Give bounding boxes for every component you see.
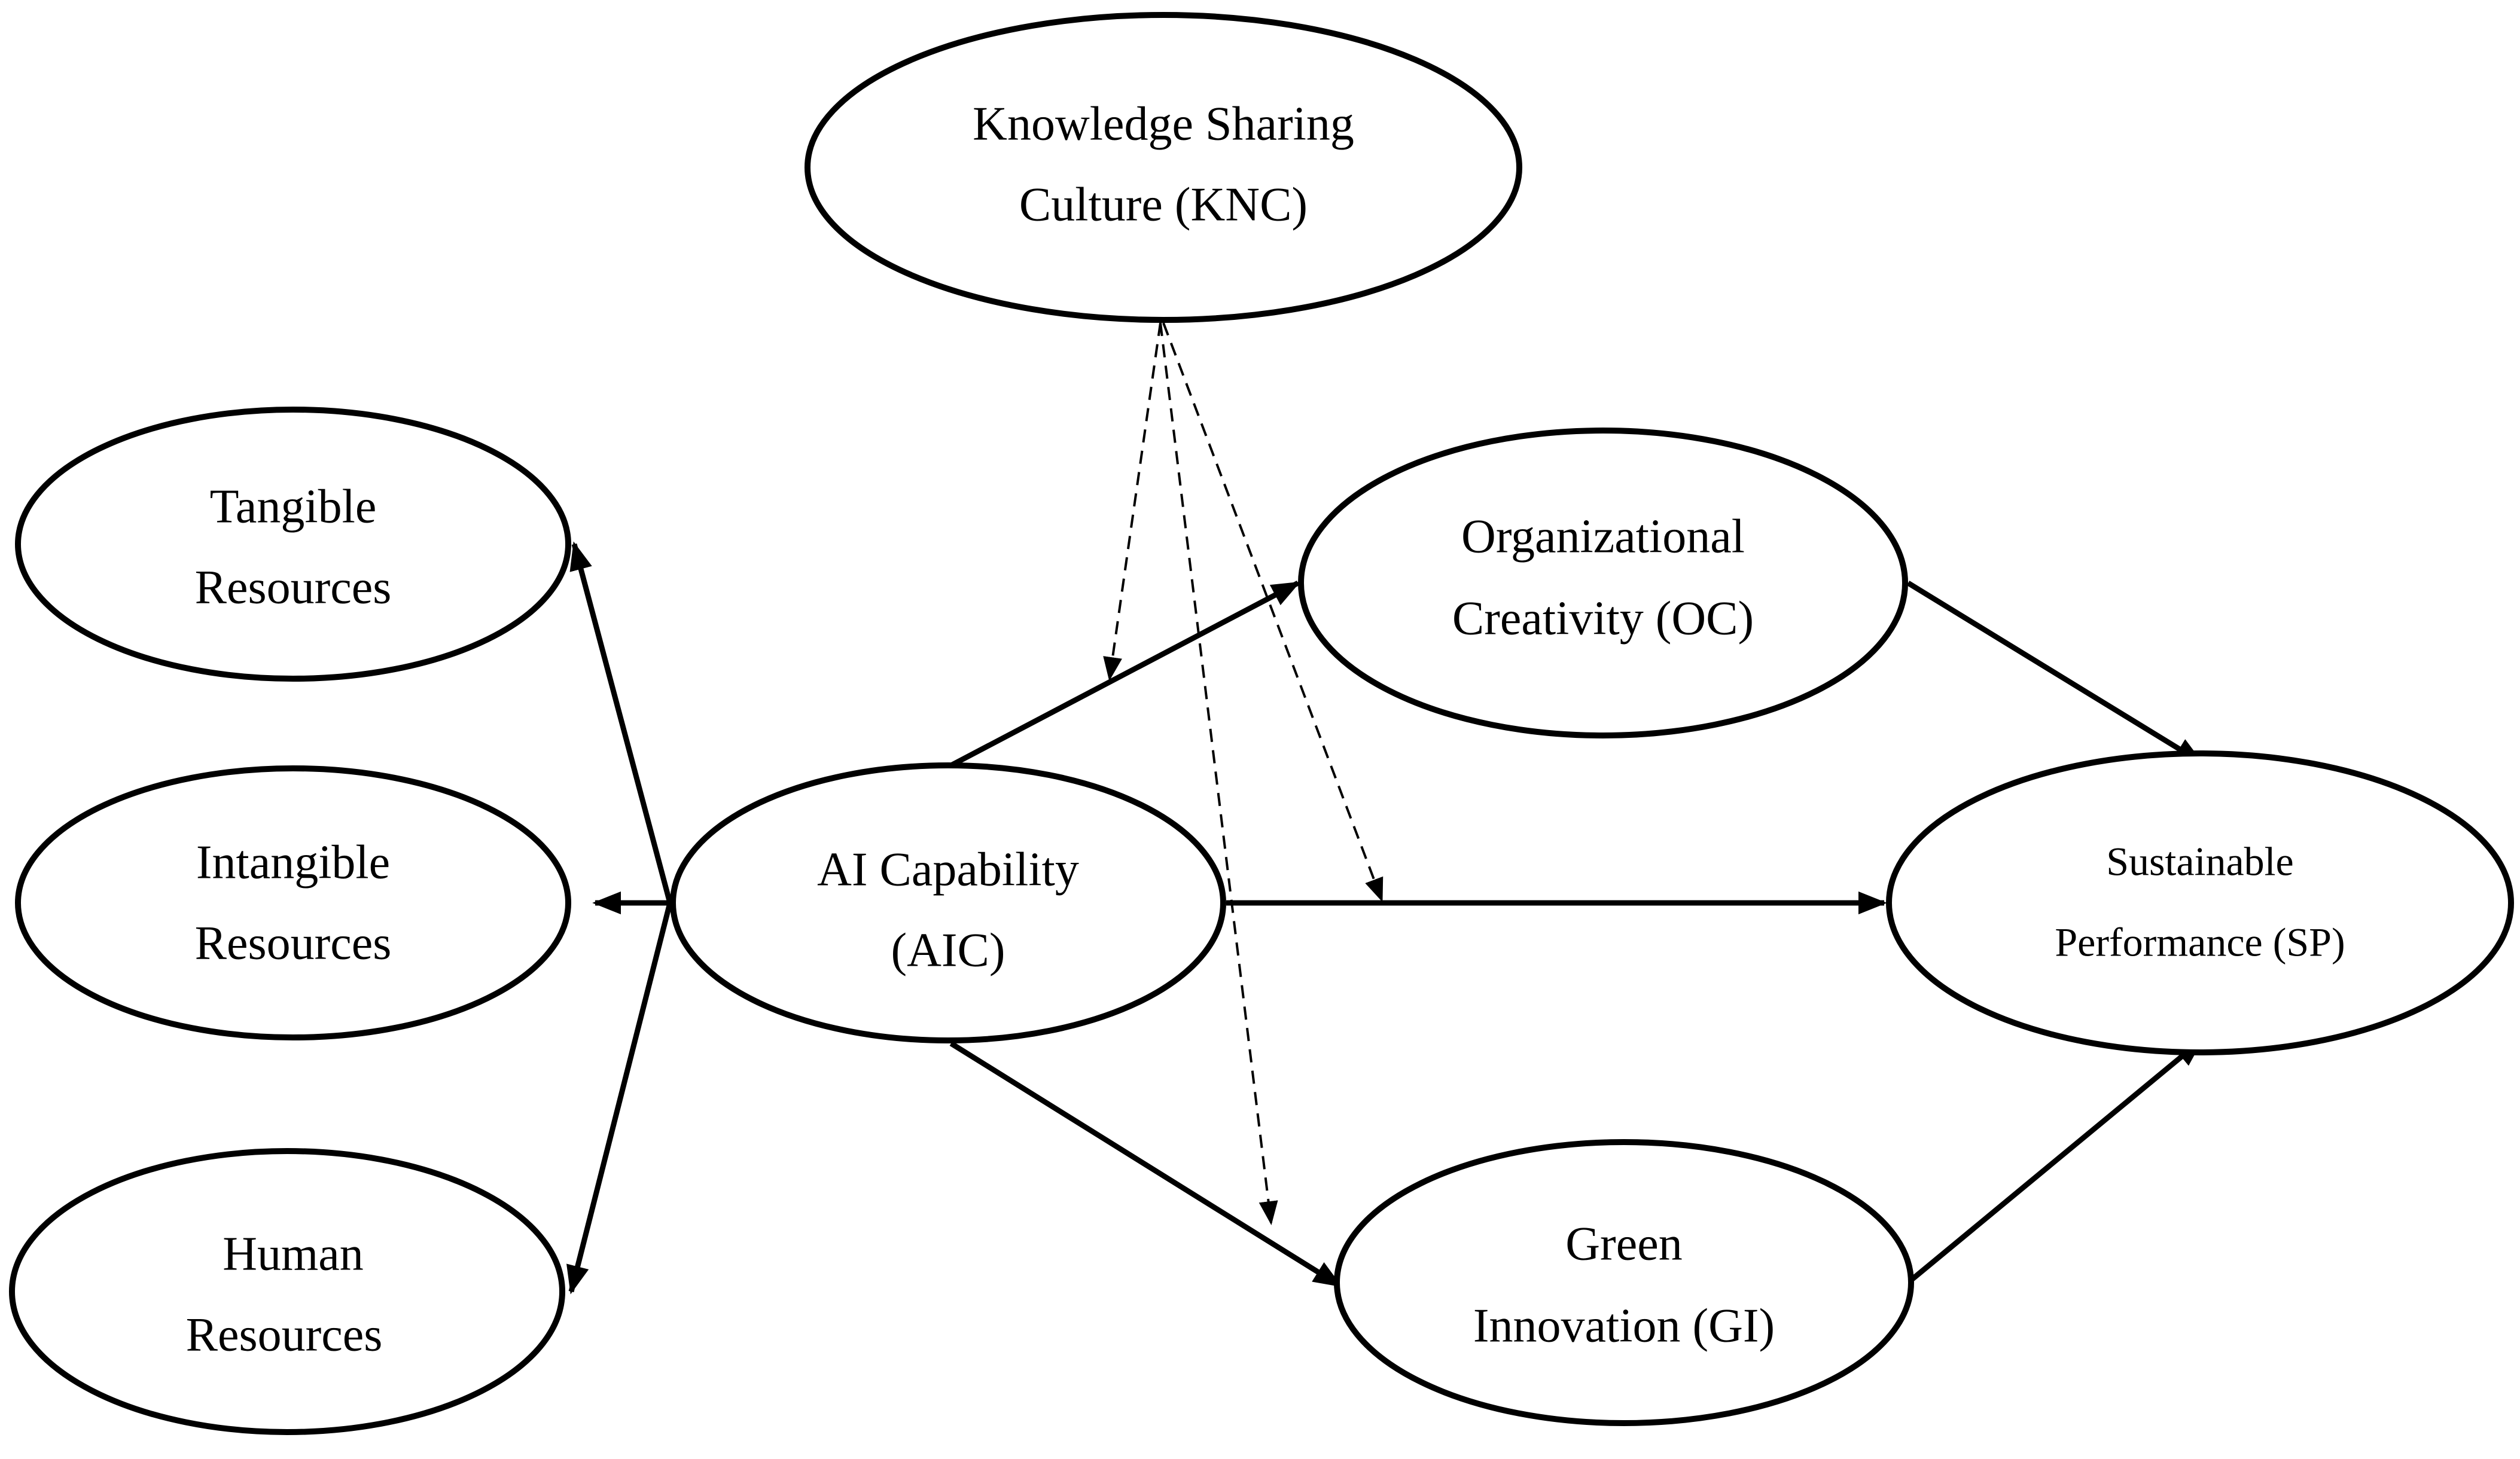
tangible-label-line1: Tangible bbox=[210, 480, 377, 533]
sp-node: Sustainable Performance (SP) bbox=[1886, 750, 2514, 1055]
dashed-edges bbox=[1103, 322, 1384, 1225]
aic-ellipse bbox=[670, 762, 1226, 1043]
gi-label-line1: Green bbox=[1565, 1217, 1682, 1270]
oc-label-line1: Organizational bbox=[1461, 510, 1745, 563]
aic-label-line2: (AIC) bbox=[891, 924, 1005, 976]
edge-knc-aic-sp bbox=[1162, 322, 1384, 902]
sp-label-line2: Performance (SP) bbox=[2055, 920, 2345, 965]
intangible-ellipse bbox=[15, 765, 571, 1040]
edge-aic-oc bbox=[949, 581, 1301, 768]
solid-edges bbox=[566, 541, 2204, 1295]
oc-ellipse bbox=[1298, 428, 1908, 738]
aic-label-line1: AI Capability bbox=[817, 843, 1079, 896]
edge-knc-aic-oc bbox=[1103, 322, 1162, 681]
aic-node: AI Capability (AIC) bbox=[670, 762, 1226, 1043]
edge-gi-sp bbox=[1906, 1038, 2204, 1285]
edge-knc-aic-gi bbox=[1159, 322, 1278, 1225]
tangible-node: Tangible Resources bbox=[15, 407, 571, 682]
knc-label-line1: Knowledge Sharing bbox=[973, 97, 1354, 150]
human-node: Human Resources bbox=[9, 1148, 565, 1435]
tangible-label-line2: Resources bbox=[195, 561, 392, 613]
sp-label-line1: Sustainable bbox=[2106, 839, 2294, 884]
human-ellipse bbox=[9, 1148, 565, 1435]
intangible-label-line2: Resources bbox=[195, 917, 392, 969]
human-label-line1: Human bbox=[223, 1228, 364, 1280]
sp-ellipse bbox=[1886, 750, 2514, 1055]
human-label-line2: Resources bbox=[186, 1308, 383, 1361]
knc-ellipse bbox=[805, 12, 1522, 323]
tangible-ellipse bbox=[15, 407, 571, 682]
edge-aic-tangible bbox=[569, 541, 673, 904]
knc-node: Knowledge Sharing Culture (KNC) bbox=[805, 12, 1522, 323]
intangible-label-line1: Intangible bbox=[196, 836, 390, 889]
edge-aic-human bbox=[566, 902, 673, 1295]
knc-label-line2: Culture (KNC) bbox=[1019, 178, 1308, 231]
intangible-node: Intangible Resources bbox=[15, 765, 571, 1040]
oc-label-line2: Creativity (OC) bbox=[1452, 592, 1754, 645]
gi-ellipse bbox=[1334, 1139, 1914, 1426]
gi-node: Green Innovation (GI) bbox=[1334, 1139, 1914, 1426]
oc-node: Organizational Creativity (OC) bbox=[1298, 428, 1908, 738]
edge-aic-gi bbox=[949, 1041, 1343, 1288]
gi-label-line2: Innovation (GI) bbox=[1473, 1299, 1775, 1352]
edge-oc-sp bbox=[1906, 581, 2204, 765]
